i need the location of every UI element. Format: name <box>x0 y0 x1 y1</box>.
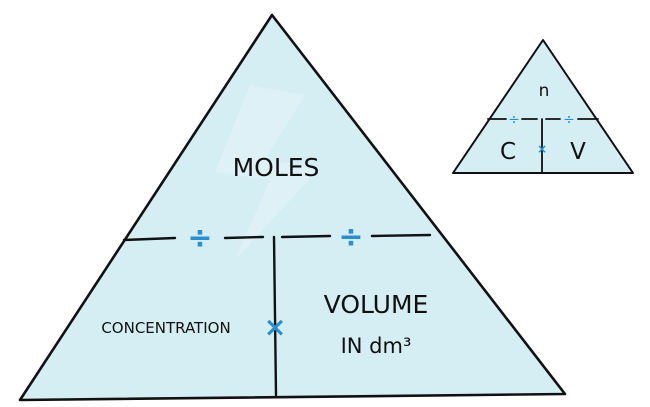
large-left-divide-symbol: ÷ <box>187 221 212 256</box>
large-right-label-line2: IN dm³ <box>341 334 412 358</box>
large-horizontal-divider <box>122 233 432 242</box>
lightning-bolt-logo-icon <box>215 85 320 260</box>
small-multiply-symbol: × <box>537 142 547 156</box>
small-left-divide-symbol: ÷ <box>508 112 520 128</box>
large-vertical-divider <box>272 235 278 397</box>
large-top-label: MOLES <box>233 153 320 182</box>
small-top-label: n <box>539 81 550 101</box>
small-right-label: V <box>570 139 586 165</box>
large-right-divide-symbol: ÷ <box>338 220 363 255</box>
small-right-divide-symbol: ÷ <box>563 112 575 128</box>
large-formula-triangle: MOLES CONCENTRATION VOLUME IN dm³ ÷ ÷ × <box>18 13 567 402</box>
large-left-label: CONCENTRATION <box>101 319 230 337</box>
small-left-label: C <box>500 139 516 165</box>
small-formula-triangle: n C V ÷ ÷ × <box>452 39 634 174</box>
large-right-label-line1: VOLUME <box>324 290 429 319</box>
large-multiply-symbol: × <box>264 312 287 343</box>
large-triangle-shape <box>18 13 567 402</box>
small-triangle-shape <box>452 39 634 174</box>
